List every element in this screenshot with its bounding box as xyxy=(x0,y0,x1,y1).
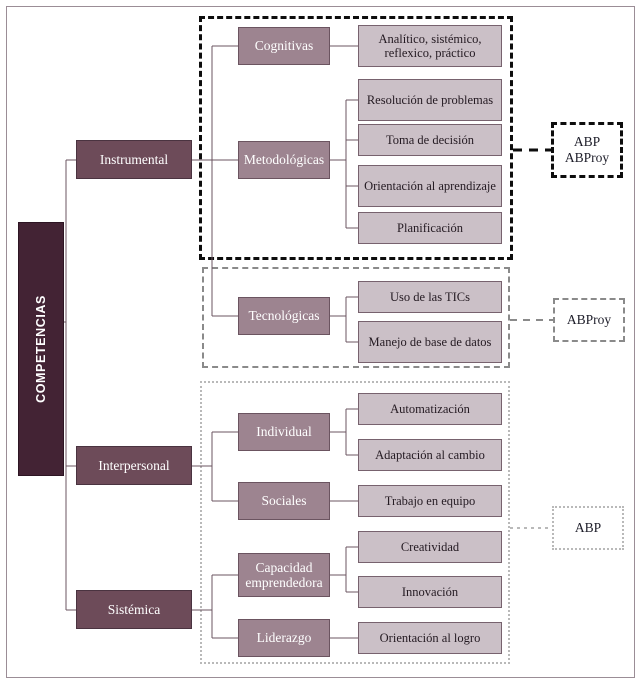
callout-abp[interactable]: ABP xyxy=(552,506,624,550)
leaf-resolucion-problemas-label: Resolución de problemas xyxy=(366,93,494,107)
leaf-manejo-base-datos-label: Manejo de base de datos xyxy=(368,335,492,349)
callout-abproy[interactable]: ABProy xyxy=(553,298,625,342)
node-metodologicas[interactable]: Metodológicas xyxy=(238,141,330,179)
node-cognitivas-label: Cognitivas xyxy=(254,38,314,54)
group-interpersonal-sistemica-abp xyxy=(200,381,510,664)
node-sistemica-label: Sistémica xyxy=(107,601,161,617)
node-instrumental-label: Instrumental xyxy=(99,151,169,167)
leaf-creatividad-label: Creatividad xyxy=(400,540,460,554)
callout-abp-abproy[interactable]: ABP ABProy xyxy=(551,122,623,178)
leaf-analitico-sistemico-label: Analítico, sistémico, reflexico, práctic… xyxy=(378,32,482,60)
node-individual[interactable]: Individual xyxy=(238,413,330,451)
leaf-creatividad[interactable]: Creatividad xyxy=(358,531,502,563)
leaf-planificacion-label: Planificación xyxy=(397,221,463,235)
leaf-trabajo-equipo-label: Trabajo en equipo xyxy=(384,494,476,508)
leaf-automatizacion[interactable]: Automatización xyxy=(358,393,502,425)
node-liderazgo-label: Liderazgo xyxy=(256,630,312,646)
leaf-planificacion[interactable]: Planificación xyxy=(358,212,502,244)
node-interpersonal[interactable]: Interpersonal xyxy=(76,446,192,485)
leaf-orientacion-aprendizaje-label: Orientación al aprendizaje xyxy=(364,179,496,193)
node-sociales[interactable]: Sociales xyxy=(238,482,330,520)
node-capacidad-emprendedora[interactable]: Capacidad emprendedora xyxy=(238,553,330,597)
node-metodologicas-label: Metodológicas xyxy=(243,152,325,168)
node-tecnologicas[interactable]: Tecnológicas xyxy=(238,297,330,335)
leaf-uso-tics[interactable]: Uso de las TICs xyxy=(358,281,502,313)
leaf-adaptacion-cambio-label: Adaptación al cambio xyxy=(375,448,485,462)
leaf-orientacion-logro[interactable]: Orientación al logro xyxy=(358,622,502,654)
node-sistemica[interactable]: Sistémica xyxy=(76,590,192,629)
node-liderazgo[interactable]: Liderazgo xyxy=(238,619,330,657)
callout-abp-label: ABP xyxy=(574,520,602,536)
leaf-innovacion-label: Innovación xyxy=(401,585,459,599)
leaf-manejo-base-datos[interactable]: Manejo de base de datos xyxy=(358,321,502,363)
node-competencias-label: COMPETENCIAS xyxy=(34,295,48,403)
leaf-orientacion-aprendizaje[interactable]: Orientación al aprendizaje xyxy=(358,165,502,207)
node-tecnologicas-label: Tecnológicas xyxy=(248,308,320,324)
leaf-adaptacion-cambio[interactable]: Adaptación al cambio xyxy=(358,439,502,471)
leaf-innovacion[interactable]: Innovación xyxy=(358,576,502,608)
node-cognitivas[interactable]: Cognitivas xyxy=(238,27,330,65)
node-competencias[interactable]: COMPETENCIAS xyxy=(18,222,64,476)
node-instrumental[interactable]: Instrumental xyxy=(76,140,192,179)
node-individual-label: Individual xyxy=(256,424,312,440)
group-tecnologicas-abproy xyxy=(202,267,510,368)
group-instrumental-abp-abproy xyxy=(199,16,513,260)
node-sociales-label: Sociales xyxy=(261,493,307,509)
node-capacidad-emprendedora-label: Capacidad emprendedora xyxy=(245,559,323,590)
leaf-toma-decision-label: Toma de decisión xyxy=(386,133,474,147)
leaf-automatizacion-label: Automatización xyxy=(390,402,470,416)
leaf-uso-tics-label: Uso de las TICs xyxy=(390,290,470,304)
leaf-trabajo-equipo[interactable]: Trabajo en equipo xyxy=(358,485,502,517)
leaf-orientacion-logro-label: Orientación al logro xyxy=(379,631,481,645)
callout-abp-abproy-label: ABP ABProy xyxy=(564,134,610,165)
leaf-analitico-sistemico[interactable]: Analítico, sistémico, reflexico, práctic… xyxy=(358,25,502,67)
callout-abproy-label: ABProy xyxy=(566,312,612,328)
leaf-resolucion-problemas[interactable]: Resolución de problemas xyxy=(358,79,502,121)
leaf-toma-decision[interactable]: Toma de decisión xyxy=(358,124,502,156)
node-interpersonal-label: Interpersonal xyxy=(98,457,170,473)
